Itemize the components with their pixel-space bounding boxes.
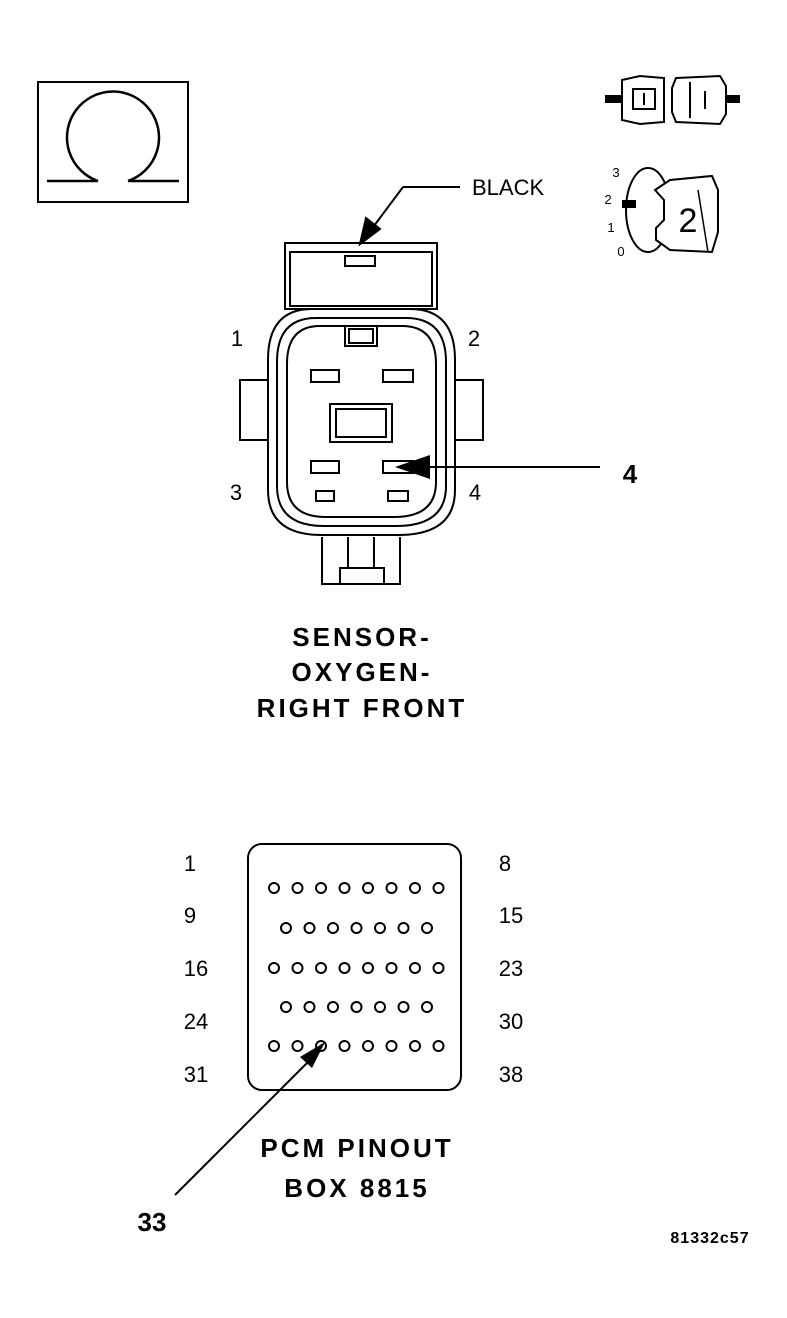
pcm-pin-hole xyxy=(374,922,386,934)
wire-color-label: BLACK xyxy=(472,175,544,200)
pcm-pin-hole xyxy=(268,962,280,974)
pcm-pin-hole xyxy=(327,1001,339,1013)
pcm-pin-hole xyxy=(350,1001,363,1013)
ignition-position-0: 0 xyxy=(617,244,624,259)
disconnect-connector-icon xyxy=(605,74,740,126)
pcm-pin-hole xyxy=(315,1040,327,1052)
sensor-pin-label-2: 2 xyxy=(468,326,480,351)
ohm-symbol-icon xyxy=(37,81,189,203)
sensor-pin-label-3: 3 xyxy=(230,480,242,505)
pcm-pin-hole xyxy=(362,962,374,974)
pcm-row-left-label-2: 9 xyxy=(184,903,196,928)
sensor-callout-label: 4 xyxy=(623,459,638,489)
pcm-pin-hole xyxy=(409,962,421,974)
pcm-pin-hole xyxy=(338,1040,351,1052)
pcm-pin-hole xyxy=(338,962,351,974)
pcm-pin-hole xyxy=(409,1040,421,1052)
pcm-row-left-label-5: 31 xyxy=(184,1062,208,1087)
pcm-pin-hole xyxy=(397,922,410,934)
sensor-title-line-3: RIGHT FRONT xyxy=(257,693,468,723)
pcm-pin-hole xyxy=(303,922,316,934)
pcm-pin-hole xyxy=(432,1040,445,1052)
pcm-pin-hole xyxy=(280,922,292,934)
pcm-title-line-1: PCM PINOUT xyxy=(260,1133,453,1163)
figure-code: 81332c57 xyxy=(670,1230,749,1247)
pcm-row-right-label-4: 30 xyxy=(499,1009,523,1034)
pcm-pin-hole xyxy=(409,882,421,894)
pcm-pin-hole xyxy=(385,1040,398,1052)
pcm-pin-hole xyxy=(268,882,280,894)
oxygen-sensor-connector xyxy=(239,186,600,585)
sensor-pin-label-4: 4 xyxy=(469,480,481,505)
pcm-pin-hole xyxy=(268,1040,280,1052)
pcm-pin-hole xyxy=(350,922,363,934)
ignition-position-2: 2 xyxy=(604,192,611,207)
ignition-key-label: 2 xyxy=(679,202,698,240)
pcm-row-left-label-4: 24 xyxy=(184,1009,208,1034)
pcm-callout-label: 33 xyxy=(138,1207,167,1237)
pcm-pin-hole xyxy=(327,922,339,934)
sensor-pin-label-1: 1 xyxy=(231,326,243,351)
pcm-pin-hole xyxy=(421,1001,433,1013)
pcm-pin-hole xyxy=(291,1040,304,1052)
pcm-row-right-label-2: 15 xyxy=(499,903,523,928)
pcm-row-left-label-3: 16 xyxy=(184,956,208,981)
pcm-pin-hole xyxy=(280,1001,292,1013)
sensor-title-line-2: OXYGEN- xyxy=(292,657,433,687)
ignition-position-3: 3 xyxy=(612,165,619,180)
pcm-pin-hole xyxy=(385,962,398,974)
pcm-pin-hole xyxy=(374,1001,386,1013)
pcm-pin-hole xyxy=(432,962,445,974)
pcm-connector xyxy=(174,843,462,1196)
pcm-pin-hole xyxy=(362,882,374,894)
pcm-pin-hole xyxy=(291,882,304,894)
pcm-row-left-label-1: 1 xyxy=(184,851,196,876)
pcm-pin-hole xyxy=(421,922,433,934)
ignition-position-1: 1 xyxy=(607,220,614,235)
pcm-pin-hole xyxy=(338,882,351,894)
pcm-title-line-2: BOX 8815 xyxy=(284,1173,429,1203)
pcm-pin-hole xyxy=(315,962,327,974)
sensor-title-line-1: SENSOR- xyxy=(292,622,431,652)
pcm-pin-hole xyxy=(315,882,327,894)
ignition-key-icon: 3 2 1 0 2 xyxy=(604,165,719,259)
pcm-pin-grid xyxy=(268,882,445,1052)
pcm-row-right-label-3: 23 xyxy=(499,956,523,981)
pcm-pin-hole xyxy=(362,1040,374,1052)
pcm-pin-hole xyxy=(385,882,398,894)
pcm-pin-hole xyxy=(303,1001,316,1013)
pcm-pin-hole xyxy=(397,1001,410,1013)
pcm-pin-hole xyxy=(291,962,304,974)
pcm-row-right-label-5: 38 xyxy=(499,1062,523,1087)
pcm-pin-hole xyxy=(432,882,445,894)
pcm-row-right-label-1: 8 xyxy=(499,851,511,876)
